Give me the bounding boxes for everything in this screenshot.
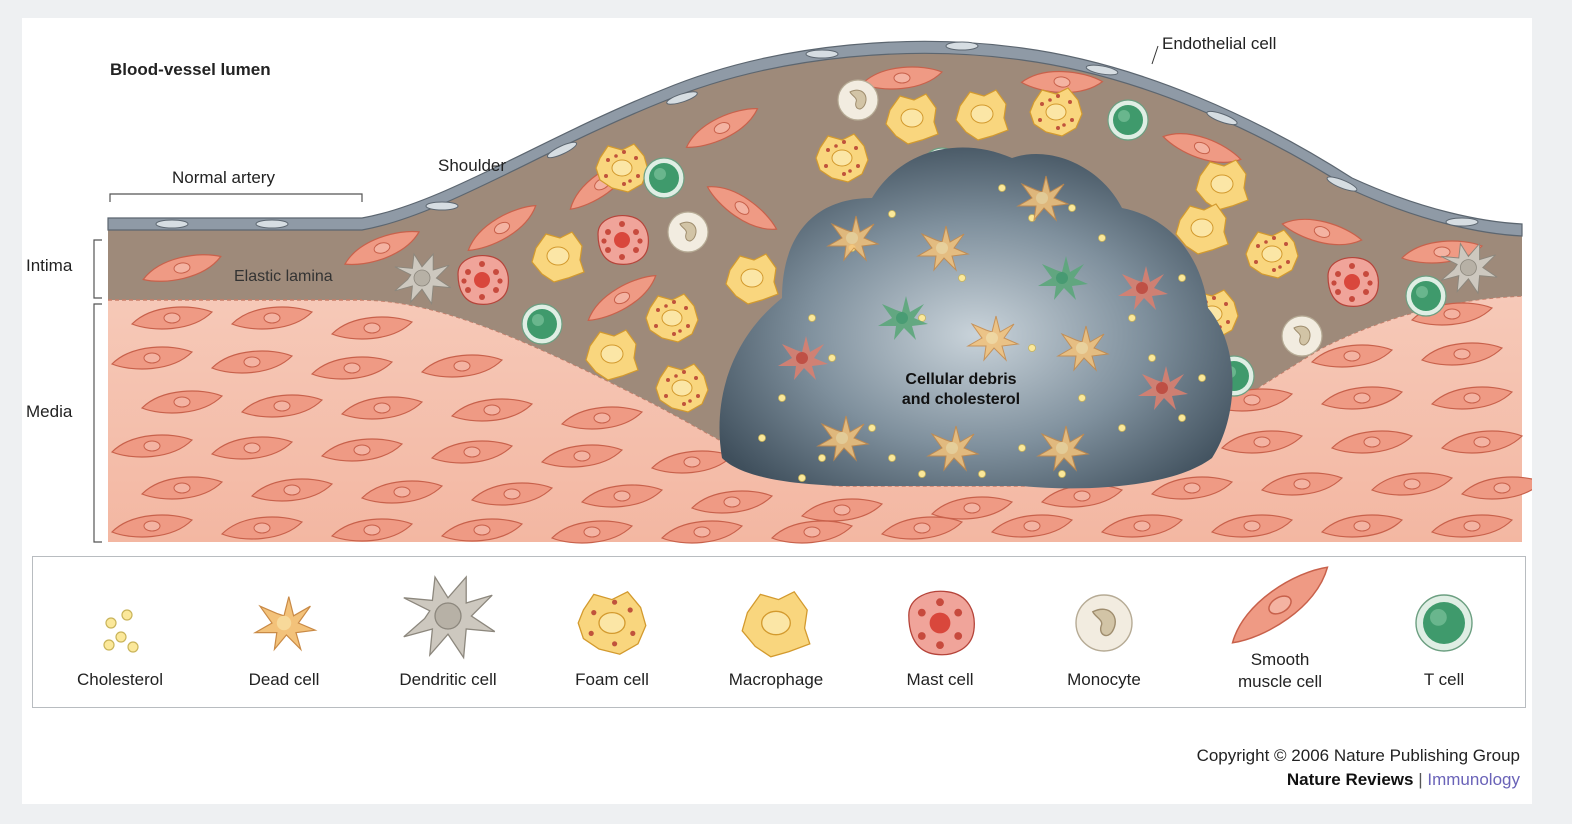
legend-item-macrophage: Macrophage — [701, 557, 851, 707]
mast-cell-icon — [908, 590, 975, 656]
legend-item-mast-cell: Mast cell — [865, 557, 1015, 707]
intima-label: Intima — [26, 256, 73, 275]
t-cell-icon — [1415, 594, 1473, 652]
legend-label: Macrophage — [728, 670, 824, 689]
necrotic-core-label: Cellular debris and cholesterol — [901, 371, 1021, 408]
foam-cell-icon — [577, 590, 647, 655]
legend-label: Foam cell — [575, 670, 649, 689]
legend-item-monocyte: Monocyte — [1029, 557, 1179, 707]
macrophage-icon — [741, 590, 811, 658]
dead-cell-icon — [252, 596, 318, 652]
lumen-label: Blood-vessel lumen — [110, 60, 271, 79]
legend-item-t-cell: T cell — [1369, 557, 1519, 707]
legend-item-foam-cell: Foam cell — [537, 557, 687, 707]
legend-label: Dendritic cell — [399, 670, 497, 689]
journal-name: Nature Reviews — [1286, 770, 1414, 789]
journal-separator: | — [1418, 770, 1423, 789]
monocyte-icon — [1075, 594, 1133, 652]
cholesterol-icon — [103, 609, 139, 653]
media-label: Media — [26, 402, 73, 421]
normal-artery-label: Normal artery — [172, 168, 275, 187]
legend-label: T cell — [1423, 670, 1465, 689]
smooth-muscle-cell-icon — [1231, 566, 1329, 644]
endothelial-cell-label: Endothelial cell — [1162, 34, 1277, 53]
plaque-illustration — [93, 40, 1532, 544]
legend-label: Cholesterol — [77, 670, 163, 689]
legend-item-dendritic-cell: Dendritic cell — [373, 557, 523, 707]
legend-item-dead-cell: Dead cell — [209, 557, 359, 707]
cell-legend: Cholesterol Dead cell Dendritic cell — [32, 556, 1526, 708]
legend-item-smooth-muscle-cell: Smooth muscle cell — [1205, 557, 1355, 707]
journal-credit: Nature Reviews | Immunology — [1287, 770, 1520, 790]
legend-item-cholesterol: Cholesterol — [45, 557, 195, 707]
figure-frame: Blood-vessel lumen Normal artery Shoulde… — [22, 18, 1532, 804]
dendritic-cell-icon — [403, 575, 496, 660]
legend-label: Monocyte — [1067, 670, 1141, 689]
legend-label: Smooth muscle cell — [1237, 650, 1323, 691]
copyright-notice: Copyright © 2006 Nature Publishing Group — [1196, 746, 1520, 765]
elastic-lamina-label: Elastic lamina — [234, 268, 333, 285]
shoulder-label: Shoulder — [438, 156, 507, 175]
legend-label: Mast cell — [906, 670, 974, 689]
legend-label: Dead cell — [248, 670, 320, 689]
journal-section: Immunology — [1427, 770, 1520, 789]
